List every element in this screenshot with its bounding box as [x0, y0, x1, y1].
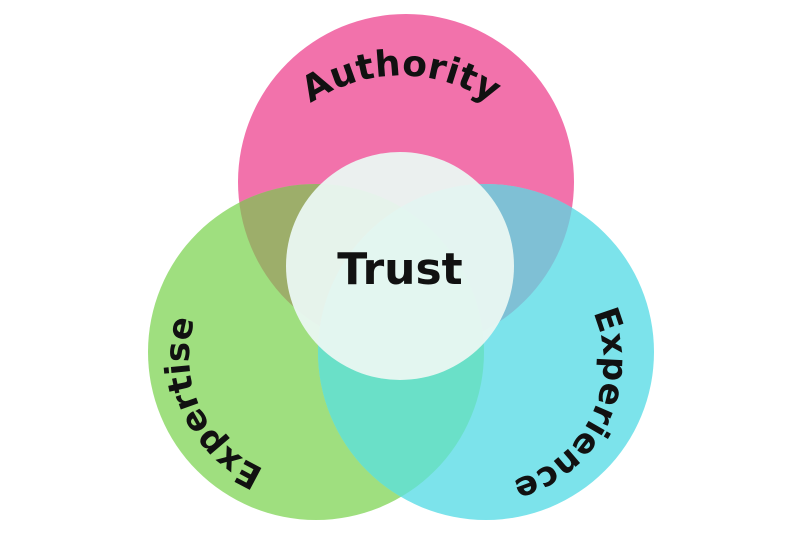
trust-center-circle — [286, 152, 514, 380]
trust-label: Trust — [337, 244, 462, 295]
